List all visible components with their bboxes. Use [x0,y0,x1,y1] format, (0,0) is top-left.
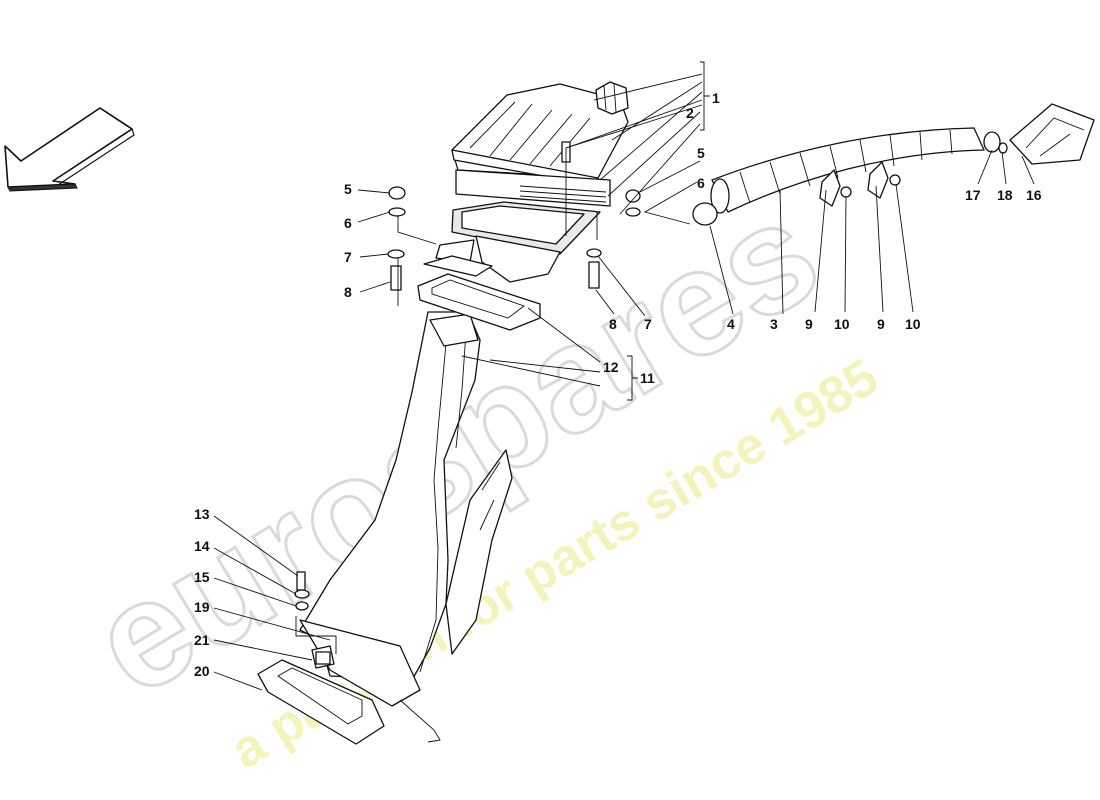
intake-tube [299,311,513,681]
callout-18: 18 [997,187,1013,203]
callout-11: 11 [640,370,655,386]
callout-7-left: 7 [344,249,352,265]
group-brackets [627,61,710,401]
air-filter-housing [435,81,629,283]
callout-labels: 1 2 5 6 5 6 7 8 8 7 4 3 9 10 9 10 17 18 … [194,90,1042,679]
callout-2: 2 [686,105,694,121]
direction-arrow-icon [4,107,135,192]
callout-9-a: 9 [805,316,813,332]
callout-19: 19 [194,599,210,615]
callout-6-left: 6 [344,215,352,231]
callout-12: 12 [603,359,619,375]
callout-8-right: 8 [609,316,617,332]
callout-3: 3 [770,316,778,332]
inlet-scoop [983,103,1095,165]
callout-7-right: 7 [644,316,652,332]
callout-14: 14 [194,538,210,554]
callout-6-right: 6 [697,175,705,191]
callout-17: 17 [965,187,981,203]
callout-4: 4 [727,316,735,332]
callout-8-left: 8 [344,284,352,300]
callout-5-right: 5 [697,145,705,161]
duct-hose [692,127,985,226]
callout-20: 20 [194,663,210,679]
callout-10-a: 10 [834,316,850,332]
intake-gasket [417,255,541,331]
leader-lines [213,73,1035,691]
callout-16: 16 [1026,187,1042,203]
callout-10-b: 10 [905,316,921,332]
callout-21: 21 [194,632,210,648]
callout-13: 13 [194,506,210,522]
callout-1: 1 [712,90,720,106]
callout-15: 15 [194,569,210,585]
callout-9-b: 9 [877,316,885,332]
watermark: eurospares a passion for parts since 198… [63,165,887,780]
callout-5-left: 5 [344,181,352,197]
